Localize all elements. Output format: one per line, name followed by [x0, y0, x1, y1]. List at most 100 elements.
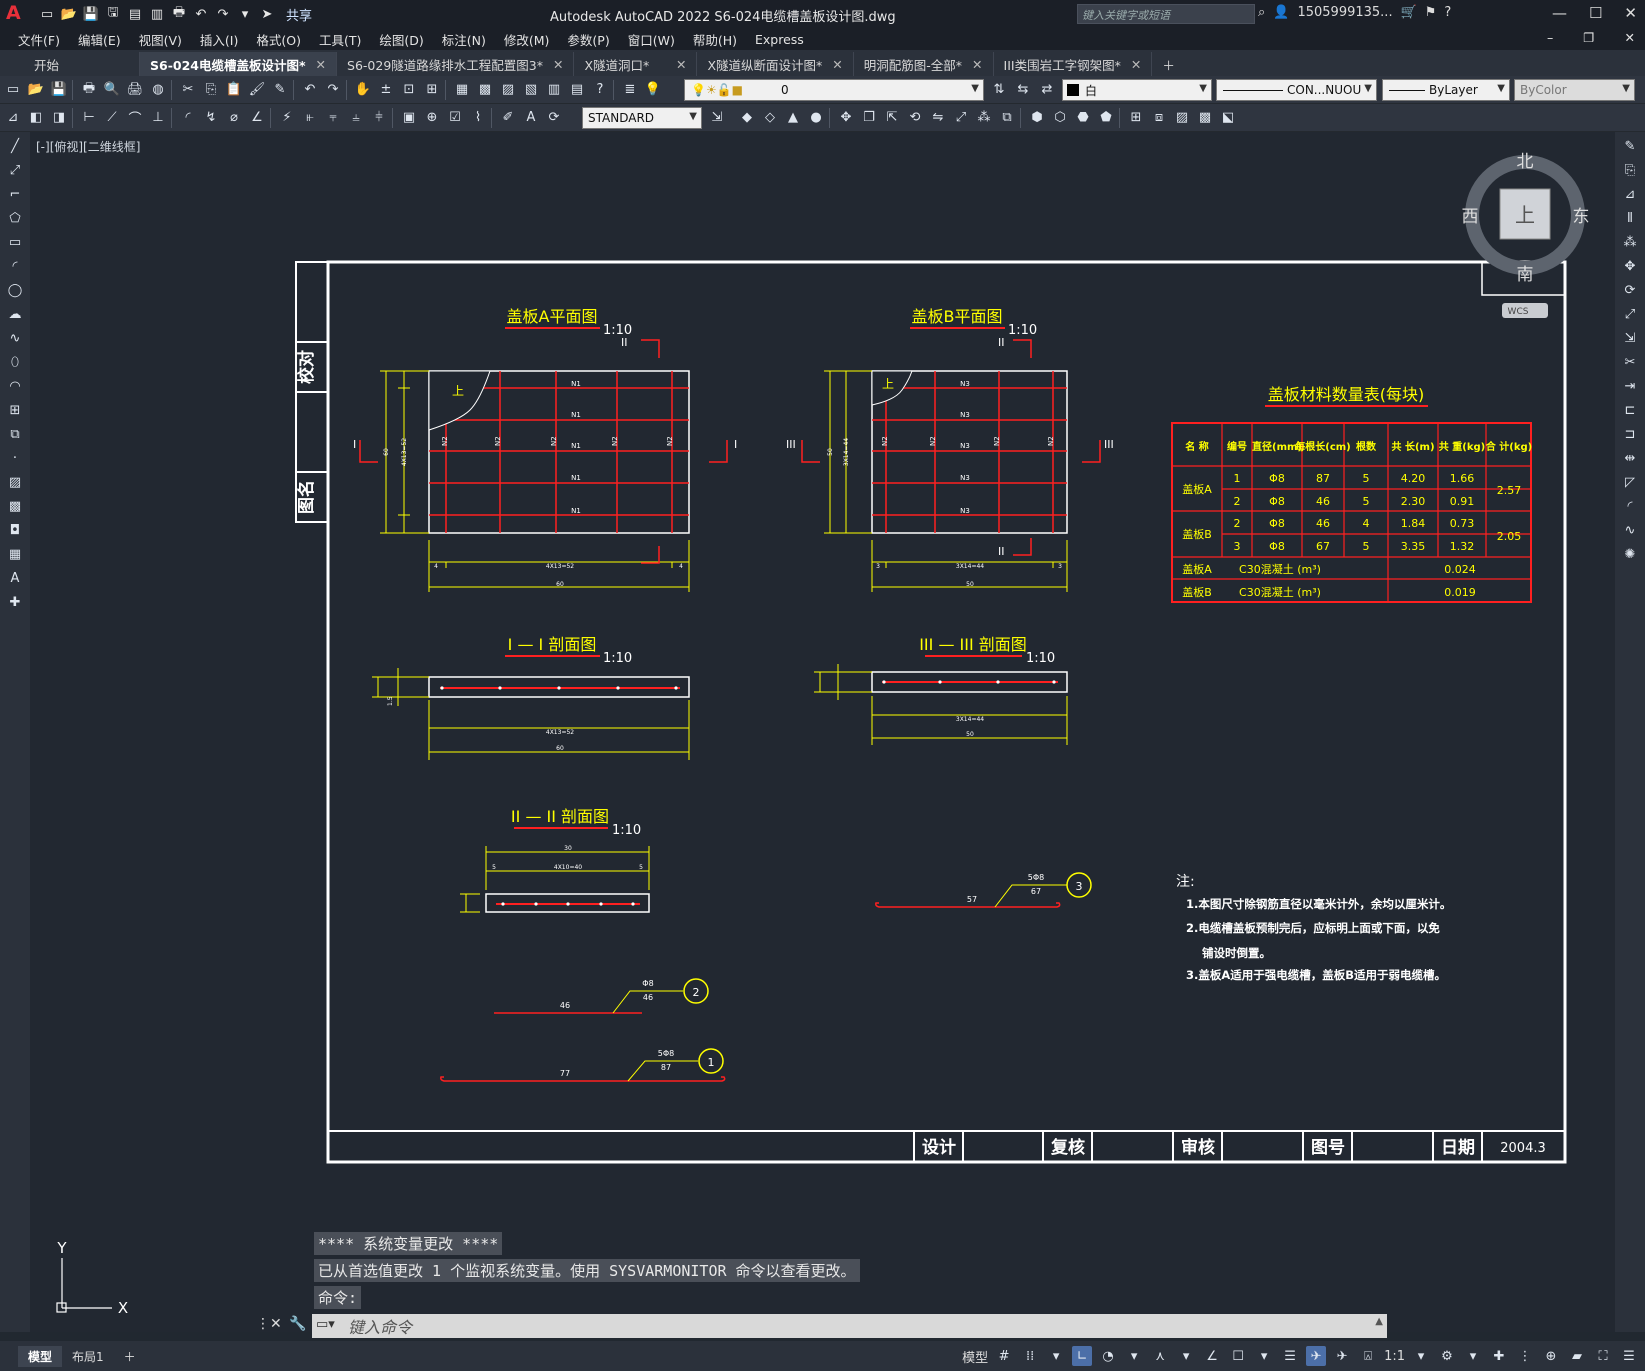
doc-restore-icon[interactable]: ❐: [1583, 30, 1595, 45]
extend-icon[interactable]: ⇥: [1624, 378, 1636, 394]
snap-icon[interactable]: ⁞⁞: [1025, 1348, 1035, 1364]
new-icon[interactable]: ▭: [6, 82, 20, 97]
gradient-icon[interactable]: ▩: [1198, 110, 1212, 125]
tool-palettes-icon[interactable]: ▨: [501, 82, 515, 97]
customization-icon[interactable]: ☰: [1623, 1348, 1635, 1364]
zoom-previous-icon[interactable]: ⊞: [426, 82, 438, 97]
dim-jogged-icon[interactable]: ↯: [205, 110, 217, 125]
command-input[interactable]: ▭▾ 键入命令 ▲: [312, 1314, 1387, 1338]
plot-preview-icon[interactable]: 🔍: [103, 82, 121, 97]
inspection-icon[interactable]: ☑: [449, 110, 461, 125]
maximize-icon[interactable]: ☐: [1588, 4, 1603, 22]
rotate-icon[interactable]: ⟲: [909, 110, 921, 125]
open-icon[interactable]: 📂: [27, 82, 45, 97]
quickcalc-icon[interactable]: ▤: [570, 82, 584, 97]
offset-icon[interactable]: ⧉: [1002, 110, 1012, 125]
ortho-icon[interactable]: ∟: [1072, 1346, 1093, 1366]
cut-icon[interactable]: ✂: [182, 82, 194, 97]
tab-close-icon[interactable]: ✕: [315, 56, 327, 72]
sheet-set-icon[interactable]: ▧: [524, 82, 538, 97]
units-icon[interactable]: ⋮: [1518, 1348, 1532, 1364]
dim-style-icon[interactable]: ⇲: [711, 110, 723, 125]
new-icon[interactable]: ▭: [40, 6, 54, 22]
mirror-icon[interactable]: ⇋: [932, 110, 944, 125]
insert-block-icon[interactable]: ⊞: [1130, 110, 1142, 125]
menu-express[interactable]: Express: [754, 31, 804, 47]
add-selected-icon[interactable]: ✚: [9, 594, 21, 610]
viewcube-north[interactable]: 北: [1517, 152, 1534, 172]
dim-continue-icon[interactable]: ⫧: [329, 110, 337, 125]
model-space-toggle[interactable]: 模型: [962, 1350, 989, 1366]
plot-icon[interactable]: 🖶: [82, 80, 96, 96]
save-as-icon[interactable]: 🖫: [107, 5, 119, 20]
line-icon[interactable]: ╱: [11, 138, 19, 154]
color-select[interactable]: 白▼: [1062, 79, 1212, 101]
menu-format[interactable]: 格式(O): [256, 32, 301, 48]
tab-tunnel-portal[interactable]: X隧道洞口*✕: [574, 52, 698, 76]
scale-icon[interactable]: ⤢: [955, 110, 967, 125]
layer-previous-icon[interactable]: ⇆: [1017, 82, 1029, 97]
mirror-icon[interactable]: ⊿: [1624, 186, 1636, 202]
tab-close-icon[interactable]: ✕: [832, 56, 843, 72]
quick-dim-icon[interactable]: ⚡: [282, 110, 292, 125]
layer-state-icon[interactable]: 💡: [644, 82, 662, 97]
autocad-logo-icon[interactable]: A: [6, 2, 21, 24]
construction-line-icon[interactable]: ⤢: [9, 162, 21, 178]
tab-close-icon[interactable]: ✕: [1130, 56, 1142, 72]
dim-linear-icon[interactable]: ⊢: [83, 110, 95, 125]
layer-select[interactable]: 💡☀🔓■0▼: [684, 79, 984, 101]
tab-close-icon[interactable]: ✕: [552, 56, 564, 72]
viewport-controls[interactable]: [-][俯视][二维线框]: [36, 140, 141, 154]
stretch-icon[interactable]: ⇲: [1624, 330, 1636, 346]
revision-cloud-icon[interactable]: ☁: [8, 306, 22, 322]
menu-edit[interactable]: 编辑(E): [77, 32, 121, 48]
menu-tools[interactable]: 工具(T): [318, 32, 362, 48]
help-icon[interactable]: ?: [1444, 5, 1452, 20]
dim-break-icon[interactable]: ⫩: [375, 110, 383, 125]
auto-scale-icon[interactable]: ✈: [1336, 1348, 1348, 1364]
copy-icon[interactable]: ⎘: [205, 82, 217, 97]
user-name[interactable]: 1505999135...: [1297, 5, 1393, 20]
wrench-icon[interactable]: 🔧: [289, 1316, 307, 1332]
arc-icon[interactable]: ◜: [12, 258, 18, 274]
doc-close-icon[interactable]: ✕: [1624, 30, 1635, 45]
annotation-scale-value[interactable]: 1:1: [1384, 1348, 1405, 1364]
search-input[interactable]: 键入关键字或短语: [1077, 4, 1255, 24]
fillet-icon[interactable]: ◜: [1627, 498, 1633, 514]
workspace-gear-icon[interactable]: ⚙: [1441, 1348, 1453, 1364]
object-snap-dropdown-icon[interactable]: ▾: [1260, 1348, 1268, 1364]
layer-match-icon[interactable]: ⇄: [1041, 82, 1053, 97]
search-icon[interactable]: ⌕: [1258, 5, 1266, 20]
join-icon[interactable]: ⇹: [1624, 450, 1636, 466]
save-icon[interactable]: 💾: [82, 6, 100, 22]
view-side-icon[interactable]: ⬟: [1100, 110, 1112, 125]
dim-update-icon[interactable]: ⟳: [548, 110, 560, 125]
polyline-icon[interactable]: ⌐: [9, 186, 21, 202]
properties-icon[interactable]: ▦: [455, 82, 469, 97]
view-top-icon[interactable]: ⬡: [1054, 110, 1066, 125]
insert-block-icon[interactable]: ⊞: [9, 402, 21, 418]
menu-modify[interactable]: 修改(M): [503, 32, 550, 48]
workspace-dropdown-icon[interactable]: ▾: [1469, 1348, 1477, 1364]
hatch-icon[interactable]: ▨: [8, 474, 22, 490]
copy-object-icon[interactable]: ❐: [863, 110, 875, 125]
menu-view[interactable]: 视图(V): [138, 32, 182, 48]
command-history-toggle-icon[interactable]: ▲: [1375, 1316, 1383, 1327]
viewcube[interactable]: 上 北 南 西 东 WCS: [1462, 152, 1590, 318]
pan-icon[interactable]: ✋: [354, 82, 372, 97]
dim-angular-icon[interactable]: ∠: [251, 110, 263, 125]
layer-properties-icon[interactable]: ≣: [624, 82, 636, 97]
ellipse-arc-icon[interactable]: ◠: [9, 378, 21, 394]
break-at-point-icon[interactable]: ⊏: [1624, 402, 1636, 418]
trim-icon[interactable]: ✂: [1624, 354, 1636, 370]
save-icon[interactable]: 💾: [50, 82, 68, 97]
spline-icon[interactable]: ∿: [9, 330, 21, 346]
table-icon[interactable]: ▦: [8, 546, 22, 562]
region-icon[interactable]: ⬕: [1221, 110, 1235, 125]
rectangle-icon[interactable]: ▭: [8, 234, 22, 250]
undo-icon[interactable]: ↶: [304, 82, 316, 97]
dim-text-edit-icon[interactable]: A: [526, 110, 536, 125]
tab-layout1[interactable]: 布局1: [72, 1349, 104, 1364]
tab-close-icon[interactable]: ✕: [972, 56, 983, 72]
dim-diameter-icon[interactable]: ⌀: [230, 110, 238, 125]
